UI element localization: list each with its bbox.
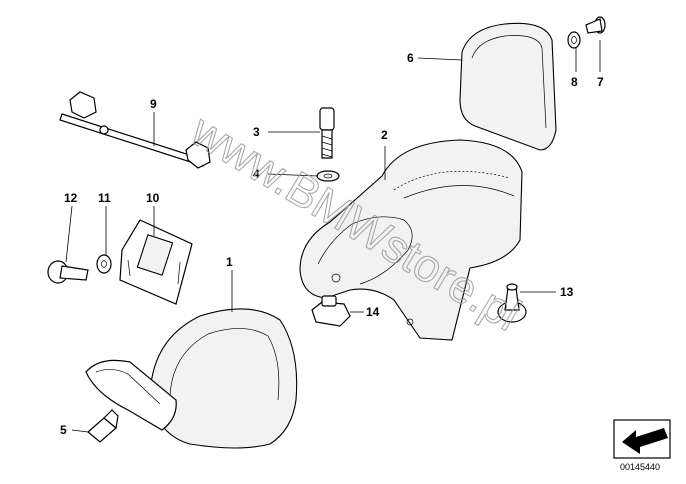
screw-part-7 [585,16,606,34]
bolt-part-5 [87,409,119,443]
buffer-part-13 [497,283,527,323]
backrest-pad [459,22,557,151]
leader-line-4 [267,173,319,177]
mounting-plate-part-10 [119,219,193,305]
callout-3: 3 [253,125,260,139]
screw-part-12 [47,260,89,284]
arrow-symbol-icon [613,419,671,459]
leader-line-6 [417,57,463,61]
leader-lines [65,40,601,433]
callouts: 1 2 3 4 5 6 7 8 9 10 11 12 13 14 [60,51,604,437]
callout-12: 12 [64,191,78,205]
document-number: 00145440 [620,462,660,472]
leader-line-5 [71,429,89,433]
callout-5: 5 [60,423,67,437]
leader-line-12 [65,205,73,263]
bracket-rod [59,91,211,169]
rear-seat [299,139,523,341]
callout-6: 6 [407,51,414,65]
bolt-part-3 [319,107,335,159]
callout-4: 4 [253,167,260,181]
callout-1: 1 [226,255,233,269]
callout-13: 13 [560,285,574,299]
callout-10: 10 [146,191,160,205]
callout-7: 7 [597,75,604,89]
callout-14: 14 [366,305,380,319]
callout-11: 11 [98,191,111,205]
front-seat [85,308,298,449]
clip-nut-part-14 [311,295,351,327]
washer-part-8 [567,31,581,49]
callout-9: 9 [150,97,157,111]
callout-2: 2 [381,128,388,142]
washer-part-11 [96,254,112,274]
callout-8: 8 [571,75,578,89]
